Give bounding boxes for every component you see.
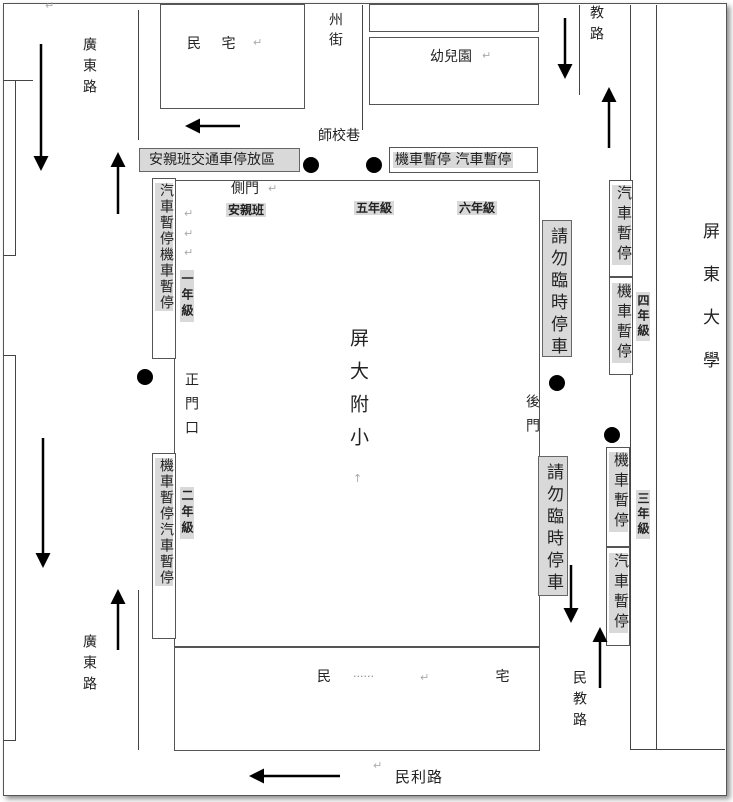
grade-daycare-label: 安親班 — [226, 203, 267, 217]
guangdong-road-bottom-label: 廣東路 — [81, 634, 97, 697]
residence-dots: ······ — [353, 670, 374, 683]
left-edge-tick-1 — [3, 80, 33, 81]
grade-4-label: 四年級 — [636, 292, 650, 341]
para-mark: ↵ — [253, 36, 263, 49]
residence-top-label: 民 宅 — [187, 36, 244, 52]
kindergarten-block: 幼兒園 — [369, 37, 539, 105]
grade-2-label: 二年級 — [180, 487, 194, 539]
minjiao-road-bottom-label: 民教路 — [571, 670, 587, 733]
school-campus — [174, 180, 540, 647]
university-west-line — [656, 5, 657, 750]
left-edge-tick-3 — [3, 355, 16, 356]
residence-bottom-label: 民 宅 — [317, 669, 590, 685]
left-upper-parking-box: 汽車暫停機車暫停 — [152, 178, 176, 359]
teacher-lane-label: 師校巷 — [318, 128, 360, 144]
school-name: 屏大附小 — [347, 328, 369, 460]
minjiao-road-west-line — [579, 5, 580, 95]
east-lower-car-box: 汽車暫停 — [606, 547, 630, 646]
minjiao-road-top-label: 教路 — [588, 5, 604, 47]
left-lower-parking-box: 機車暫停汽車暫停 — [152, 453, 176, 639]
left-edge-tick-4 — [3, 740, 16, 741]
para-mark: ↵ — [184, 246, 194, 259]
left-edge-tick-2 — [3, 255, 16, 256]
university-bottom-line — [630, 749, 725, 750]
right-lower-no-stop-box: 請勿臨時停車 — [538, 456, 568, 596]
left-edge-line-2 — [15, 355, 16, 740]
school-center-mark: ↑ — [353, 472, 363, 485]
shizhou-street-line — [362, 5, 363, 130]
grade-6-label: 六年級 — [457, 201, 498, 215]
grade-3-label: 三年級 — [636, 490, 650, 539]
teacher-lane-dot-right — [366, 157, 382, 173]
grade-5-label: 五年級 — [354, 201, 395, 215]
para-mark: ↵ — [268, 182, 278, 195]
para-mark: ↵ — [482, 49, 492, 62]
main-gate-dot — [137, 369, 153, 385]
drop-off-area: 安親班交通車停放區 — [139, 148, 300, 172]
side-gate-label: 側門 — [231, 181, 259, 197]
teacher-lane-dot-left — [303, 157, 319, 173]
para-mark: ↵ — [373, 759, 383, 772]
university-label: 屏東大學 — [699, 222, 719, 394]
east-gate-dot — [604, 427, 620, 443]
grade-1-label: 一年級 — [180, 270, 194, 322]
guangdong-road-east-line-lower — [138, 590, 139, 750]
para-mark: ↵ — [45, 0, 55, 12]
top-parking-box: 機車暫停 汽車暫停 — [389, 147, 538, 173]
minli-road-label: 民利路 — [395, 768, 444, 786]
east-upper-car-box: 汽車暫停 — [609, 180, 633, 277]
east-upper-moto-box: 機車暫停 — [609, 277, 633, 375]
para-mark: ↵ — [184, 207, 194, 220]
right-upper-no-stop-box: 請勿臨時停車 — [542, 220, 572, 359]
guangdong-road-top-label: 廣東路 — [81, 37, 97, 100]
para-mark: ↵ — [420, 671, 430, 684]
kindergarten-label: 幼兒園 — [430, 49, 472, 65]
back-gate-dot — [549, 375, 565, 391]
para-mark: ↵ — [184, 227, 194, 240]
back-gate-label: 後門 — [524, 394, 540, 442]
top-right-block — [369, 4, 539, 32]
minjiao-road-east-line — [630, 5, 631, 750]
residence-bottom-block: 民 宅 ······ — [174, 647, 540, 751]
residence-top-block: 民 宅 — [160, 4, 305, 109]
east-lower-moto-box: 機車暫停 — [606, 447, 630, 547]
shizhou-street-label: 州街 — [327, 12, 343, 52]
left-edge-line-1 — [15, 80, 16, 255]
guangdong-road-east-line-upper — [138, 10, 139, 140]
main-gate-label: 正門口 — [183, 372, 199, 444]
